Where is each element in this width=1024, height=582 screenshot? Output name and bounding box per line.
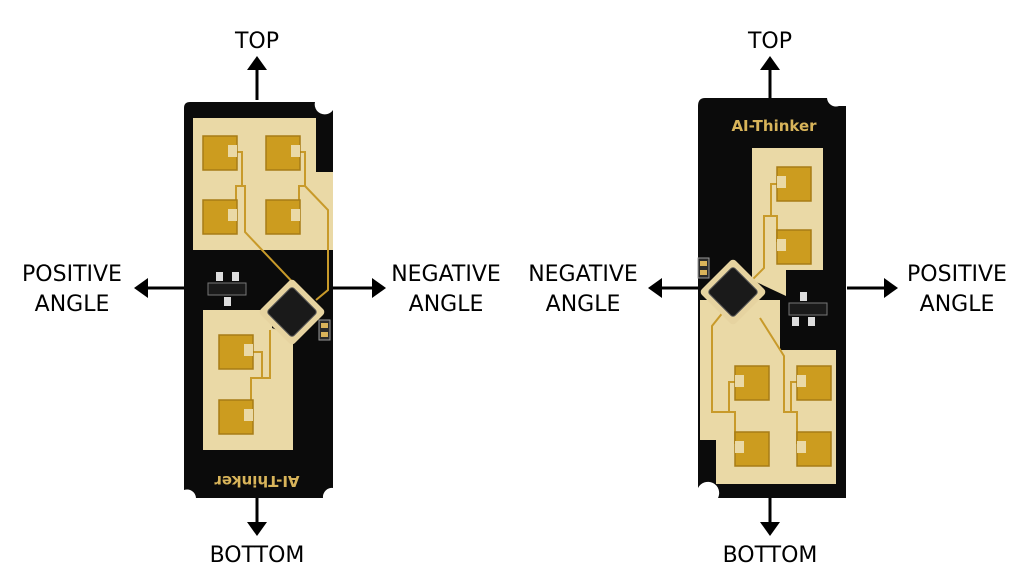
left-chip [259,279,325,345]
left-transistor [207,272,247,306]
right-board-arrows [648,56,898,536]
left-connector [318,319,331,341]
right-label-positive-angle: POSITIVE ANGLE [895,260,1019,320]
left-arrowhead-bottom [247,522,267,536]
right-connector [697,257,710,279]
left-traces [235,151,329,410]
left-label-negative-angle: NEGATIVE ANGLE [384,260,508,320]
left-patches [202,135,301,435]
right-brand-logo: AI-Thinker [731,117,817,135]
left-label-left-line2: ANGLE [34,292,110,317]
right-patch-5 [734,431,770,467]
left-arrowhead-top [247,56,267,70]
right-board [648,56,898,536]
left-arrowhead-left [134,278,148,298]
left-label-positive-angle: POSITIVE ANGLE [10,260,134,320]
left-label-right-line1: NEGATIVE [391,262,501,287]
right-label-negative-angle: NEGATIVE ANGLE [521,260,645,320]
left-arrowhead-right [372,278,386,298]
right-chip [700,259,766,325]
left-label-top: TOP [234,29,280,54]
right-label-left-line2: ANGLE [545,292,621,317]
right-transistor [788,292,828,326]
left-label-left-line1: POSITIVE [22,262,122,287]
left-board [134,56,386,536]
right-label-bottom: BOTTOM [722,543,818,568]
right-arrowhead-top [760,56,780,70]
left-label-right-line2: ANGLE [408,292,484,317]
left-patch-2 [265,135,301,171]
right-label-left-line1: NEGATIVE [528,262,638,287]
left-label-bottom: BOTTOM [209,543,305,568]
right-arrowhead-left [648,278,662,298]
left-brand-logo: AI-Thinker [214,472,300,490]
left-board-arrows [134,56,386,536]
right-patch-3 [734,365,770,401]
right-label-right-line2: ANGLE [919,292,995,317]
right-arrowhead-right [884,278,898,298]
right-label-top: TOP [747,29,793,54]
right-label-right-line1: POSITIVE [907,262,1007,287]
right-patches [734,166,832,467]
right-arrowhead-bottom [760,522,780,536]
